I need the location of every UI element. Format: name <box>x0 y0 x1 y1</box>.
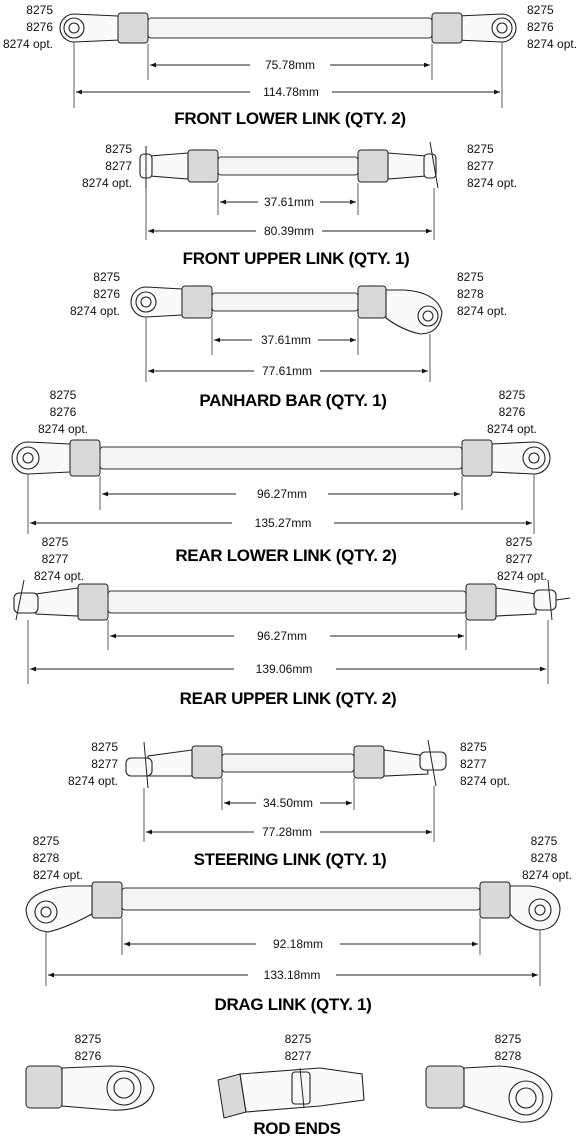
right-part-number: 8274 opt. <box>527 37 576 51</box>
left-part-number: 8277 <box>42 552 69 566</box>
left-part-number: 8275 <box>26 3 53 17</box>
assembly-title: REAR LOWER LINK (QTY. 2) <box>175 546 396 565</box>
inner-dimension: 75.78mm <box>265 58 315 72</box>
left-part-number: 8277 <box>91 757 118 771</box>
right-part-number: 8274 opt. <box>457 304 507 318</box>
link-drawing <box>130 285 443 335</box>
inner-dimension: 92.18mm <box>273 937 323 951</box>
outer-dimension: 80.39mm <box>264 224 314 238</box>
link-drawing <box>13 579 571 621</box>
right-part-number: 8275 <box>527 3 554 17</box>
left-part-number: 8274 opt. <box>82 176 132 190</box>
assembly-title: FRONT UPPER LINK (QTY. 1) <box>183 249 410 268</box>
left-part-number: 8276 <box>50 405 77 419</box>
right-part-number: 8274 opt. <box>467 176 517 190</box>
inner-dimension: 96.27mm <box>257 629 307 643</box>
rod-end-part-number: 8278 <box>495 1049 522 1063</box>
link-drawing <box>25 881 561 933</box>
rod-end-eye <box>25 1065 155 1111</box>
left-part-number: 8274 opt. <box>70 304 120 318</box>
right-part-number: 8276 <box>527 20 554 34</box>
outer-dimension: 77.28mm <box>262 825 312 839</box>
left-part-number: 8275 <box>93 270 120 284</box>
assembly-front-upper-link: 8275 8277 8274 opt. 8275 8277 8274 opt. … <box>82 141 517 268</box>
left-part-number: 8274 opt. <box>68 774 118 788</box>
link-drawing <box>139 141 439 189</box>
link-drawing <box>59 12 517 44</box>
outer-dimension: 133.18mm <box>264 968 321 982</box>
right-part-number: 8275 <box>499 388 526 402</box>
inner-dimension: 96.27mm <box>257 487 307 501</box>
assembly-title: STEERING LINK (QTY. 1) <box>194 850 387 869</box>
left-part-number: 8275 <box>50 388 77 402</box>
right-part-number: 8278 <box>531 851 558 865</box>
rod-end-fork <box>217 1067 365 1119</box>
left-part-number: 8275 <box>105 142 132 156</box>
left-part-number: 8274 opt. <box>33 868 83 882</box>
left-part-number: 8278 <box>33 851 60 865</box>
assembly-title: FRONT LOWER LINK (QTY. 2) <box>174 109 405 128</box>
rod-end-part-number: 8275 <box>495 1032 522 1046</box>
assembly-rear-upper-link: 8275 8277 8274 opt. 8275 8277 8274 opt. … <box>13 535 571 708</box>
assembly-drag-link: 8275 8278 8274 opt. 8275 8278 8274 opt. … <box>25 834 572 1014</box>
right-part-number: 8275 <box>467 142 494 156</box>
rod-end-part-number: 8275 <box>285 1032 312 1046</box>
left-part-number: 8276 <box>26 20 53 34</box>
right-part-number: 8274 opt. <box>487 422 537 436</box>
assembly-title: PANHARD BAR (QTY. 1) <box>199 391 386 410</box>
outer-dimension: 135.27mm <box>255 516 312 530</box>
inner-dimension: 37.61mm <box>261 333 311 347</box>
right-part-number: 8275 <box>460 740 487 754</box>
assembly-title: REAR UPPER LINK (QTY. 2) <box>180 689 397 708</box>
inner-dimension: 37.61mm <box>264 195 314 209</box>
assembly-front-lower-link: 8275 8276 8274 opt. 8275 8276 8274 opt. … <box>3 3 576 128</box>
right-part-number: 8275 <box>506 535 533 549</box>
right-part-number: 8274 opt. <box>522 868 572 882</box>
rod-end-part-number: 8275 <box>75 1032 102 1046</box>
rod-ends-section: 8275 8276 8275 8277 8275 8278 ROD ENDS <box>25 1032 553 1138</box>
left-part-number: 8275 <box>91 740 118 754</box>
rod-ends-title: ROD ENDS <box>253 1119 340 1138</box>
inner-dimension: 34.50mm <box>263 796 313 810</box>
right-part-number: 8276 <box>499 405 526 419</box>
link-drawing <box>125 739 447 789</box>
left-part-number: 8277 <box>105 159 132 173</box>
left-part-number: 8274 opt. <box>34 569 84 583</box>
rod-end-part-number: 8276 <box>75 1049 102 1063</box>
left-part-number: 8275 <box>42 535 69 549</box>
right-part-number: 8275 <box>531 834 558 848</box>
outer-dimension: 77.61mm <box>262 364 312 378</box>
rod-end-offset-eye <box>425 1065 553 1123</box>
assembly-rear-lower-link: 8275 8276 8274 opt. 8275 8276 8274 opt. … <box>11 388 551 565</box>
right-part-number: 8277 <box>467 159 494 173</box>
right-part-number: 8278 <box>457 287 484 301</box>
right-part-number: 8277 <box>506 552 533 566</box>
assembly-panhard-bar: 8275 8276 8274 opt. 8275 8278 8274 opt. … <box>70 270 507 410</box>
outer-dimension: 139.06mm <box>256 662 313 676</box>
right-part-number: 8277 <box>460 757 487 771</box>
link-drawing <box>11 439 551 477</box>
rod-end-part-number: 8277 <box>285 1049 312 1063</box>
assembly-title: DRAG LINK (QTY. 1) <box>214 995 371 1014</box>
left-part-number: 8274 opt. <box>38 422 88 436</box>
right-part-number: 8274 opt. <box>460 774 510 788</box>
left-part-number: 8274 opt. <box>3 37 53 51</box>
right-part-number: 8274 opt. <box>497 569 547 583</box>
left-part-number: 8275 <box>33 834 60 848</box>
right-part-number: 8275 <box>457 270 484 284</box>
left-part-number: 8276 <box>93 287 120 301</box>
outer-dimension: 114.78mm <box>263 85 319 99</box>
assembly-steering-link: 8275 8277 8274 opt. 8275 8277 8274 opt. … <box>68 739 510 869</box>
